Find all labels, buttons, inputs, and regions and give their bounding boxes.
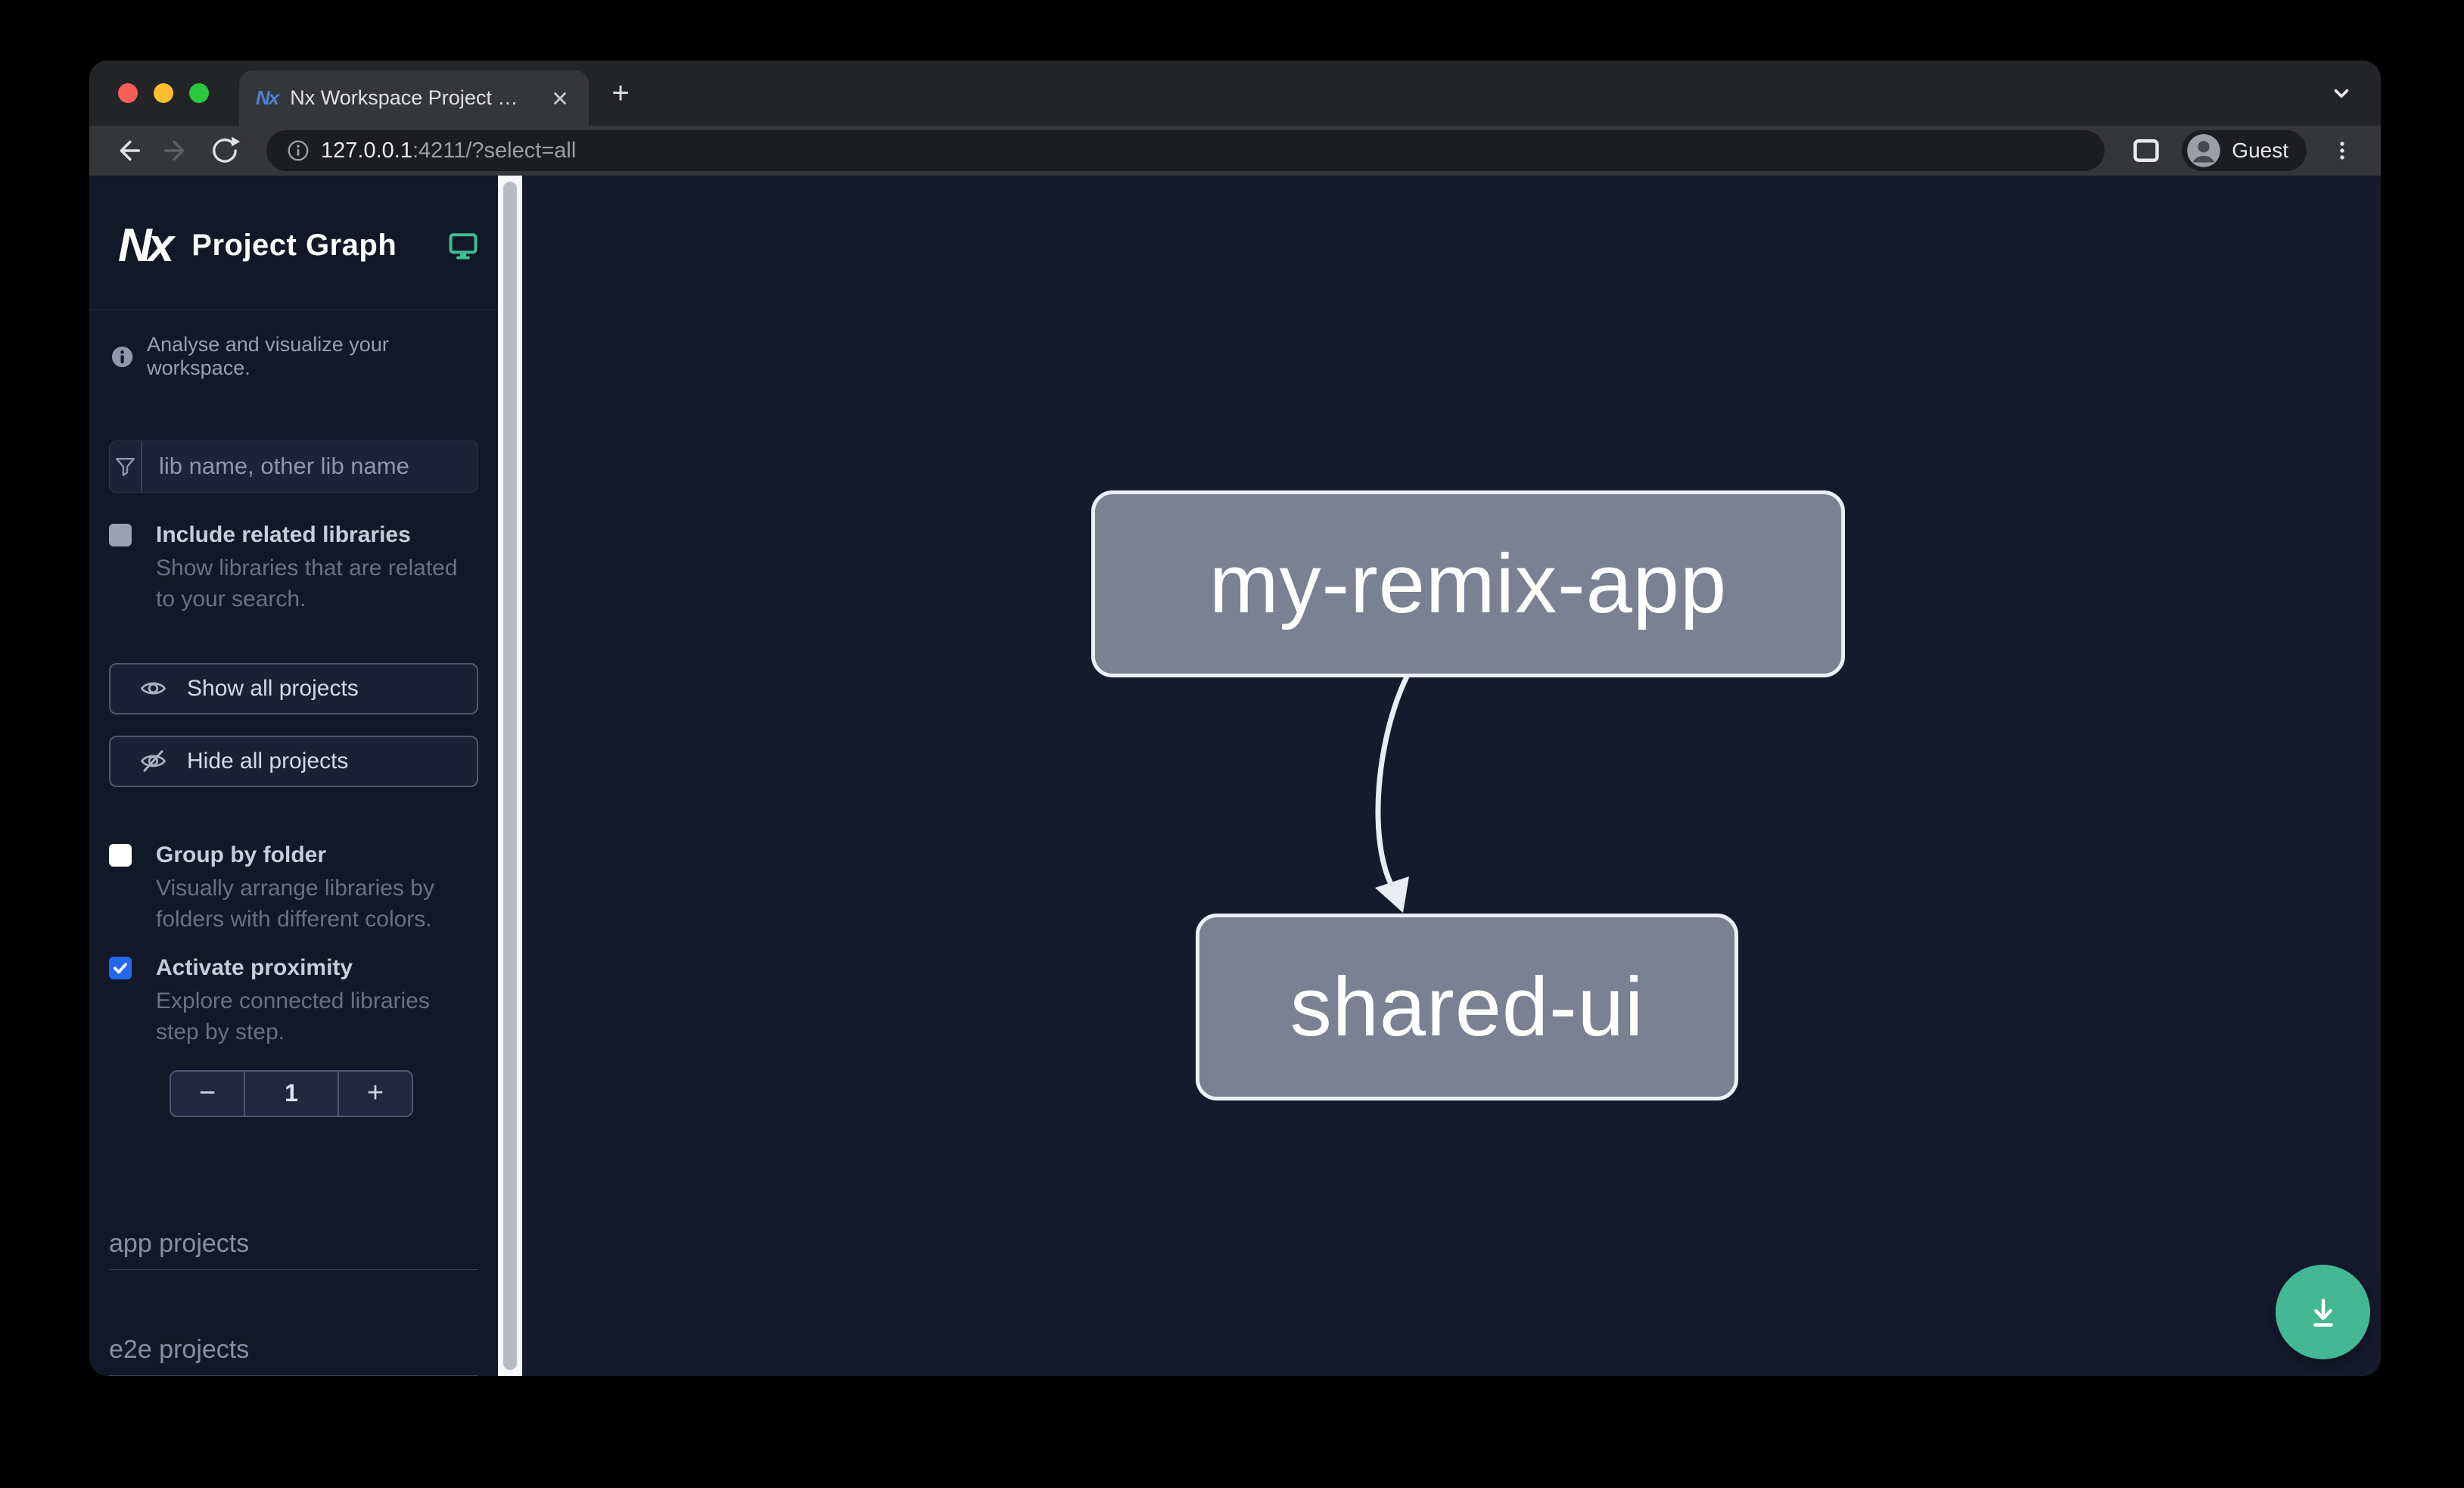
toggle-activate-proximity: Activate proximity Explore connected lib… [109, 954, 478, 1048]
increment-button[interactable]: + [366, 1077, 384, 1110]
download-icon [2313, 1298, 2333, 1327]
section-app-projects[interactable]: app projects [109, 1229, 478, 1270]
workspace-tagline: Analyse and visualize your workspace. [109, 333, 478, 380]
node-my-remix-app[interactable]: my-remix-app [1091, 490, 1845, 677]
tab-search-chevron-icon[interactable] [2325, 76, 2358, 110]
side-panel-icon[interactable] [2126, 130, 2167, 171]
nx-favicon-icon: Nx [256, 86, 279, 109]
back-icon[interactable] [107, 130, 148, 171]
window-controls [89, 61, 239, 126]
tab-strip: Nx Nx Workspace Project Graph + [89, 61, 2381, 126]
proximity-depth-value: 1 [244, 1071, 339, 1116]
show-all-projects-button[interactable]: Show all projects [109, 662, 478, 714]
activate-proximity-checkbox[interactable] [109, 956, 132, 979]
address-bar[interactable]: 127.0.0.1:4211/?select=all [266, 130, 2105, 171]
decrement-button[interactable]: − [198, 1077, 216, 1110]
profile-button[interactable]: Guest [2182, 130, 2307, 171]
group-by-folder-checkbox[interactable] [109, 843, 132, 867]
toggle-include-related: Include related libraries Show libraries… [109, 521, 478, 615]
check-icon [114, 962, 127, 973]
tab-nx-project-graph[interactable]: Nx Nx Workspace Project Graph [239, 70, 589, 126]
project-graph-canvas[interactable]: my-remix-app shared-ui [522, 176, 2381, 1376]
sidebar-header: Nx Project Graph [89, 176, 498, 310]
eye-off-icon [140, 750, 166, 772]
profile-label: Guest [2232, 139, 2288, 162]
minimize-window-button[interactable] [154, 83, 173, 103]
forward-icon[interactable] [156, 130, 197, 171]
toggle-group-by-folder: Group by folder Visually arrange librari… [109, 842, 478, 935]
zoom-window-button[interactable] [189, 83, 209, 103]
monitor-icon[interactable] [448, 231, 478, 261]
sidebar-scrollbar[interactable] [498, 176, 522, 1376]
site-info-icon[interactable] [286, 139, 310, 163]
edge-my-remix-app-to-shared-ui [1375, 674, 1410, 913]
reload-icon[interactable] [204, 130, 245, 171]
tab-title: Nx Workspace Project Graph [290, 86, 533, 109]
filter-icon [110, 441, 142, 492]
eye-icon [140, 682, 166, 695]
sidebar: Nx Project Graph Analyse and visualize y… [89, 176, 498, 1376]
node-shared-ui[interactable]: shared-ui [1196, 914, 1738, 1100]
browser-toolbar: 127.0.0.1:4211/?select=all Guest [89, 126, 2381, 176]
proximity-depth-stepper: − 1 + [170, 1069, 413, 1117]
avatar [2187, 134, 2221, 167]
new-tab-button[interactable]: + [611, 76, 630, 110]
scrollbar-thumb[interactable] [503, 182, 517, 1370]
download-graph-button[interactable] [2276, 1265, 2370, 1359]
close-window-button[interactable] [118, 83, 138, 103]
browser-window: Nx Nx Workspace Project Graph + [89, 61, 2381, 1376]
kebab-menu-icon[interactable] [2322, 130, 2363, 171]
info-icon [111, 346, 133, 367]
library-filter [109, 440, 478, 493]
section-e2e-projects[interactable]: e2e projects [109, 1335, 478, 1376]
hide-all-projects-button[interactable]: Hide all projects [109, 735, 478, 787]
tab-close-icon[interactable] [545, 83, 575, 114]
url-text: 127.0.0.1:4211/?select=all [321, 138, 577, 163]
filter-input[interactable] [142, 441, 478, 492]
include-related-checkbox[interactable] [109, 523, 132, 546]
page-title: Project Graph [191, 229, 397, 262]
nx-logo: Nx [118, 219, 174, 272]
